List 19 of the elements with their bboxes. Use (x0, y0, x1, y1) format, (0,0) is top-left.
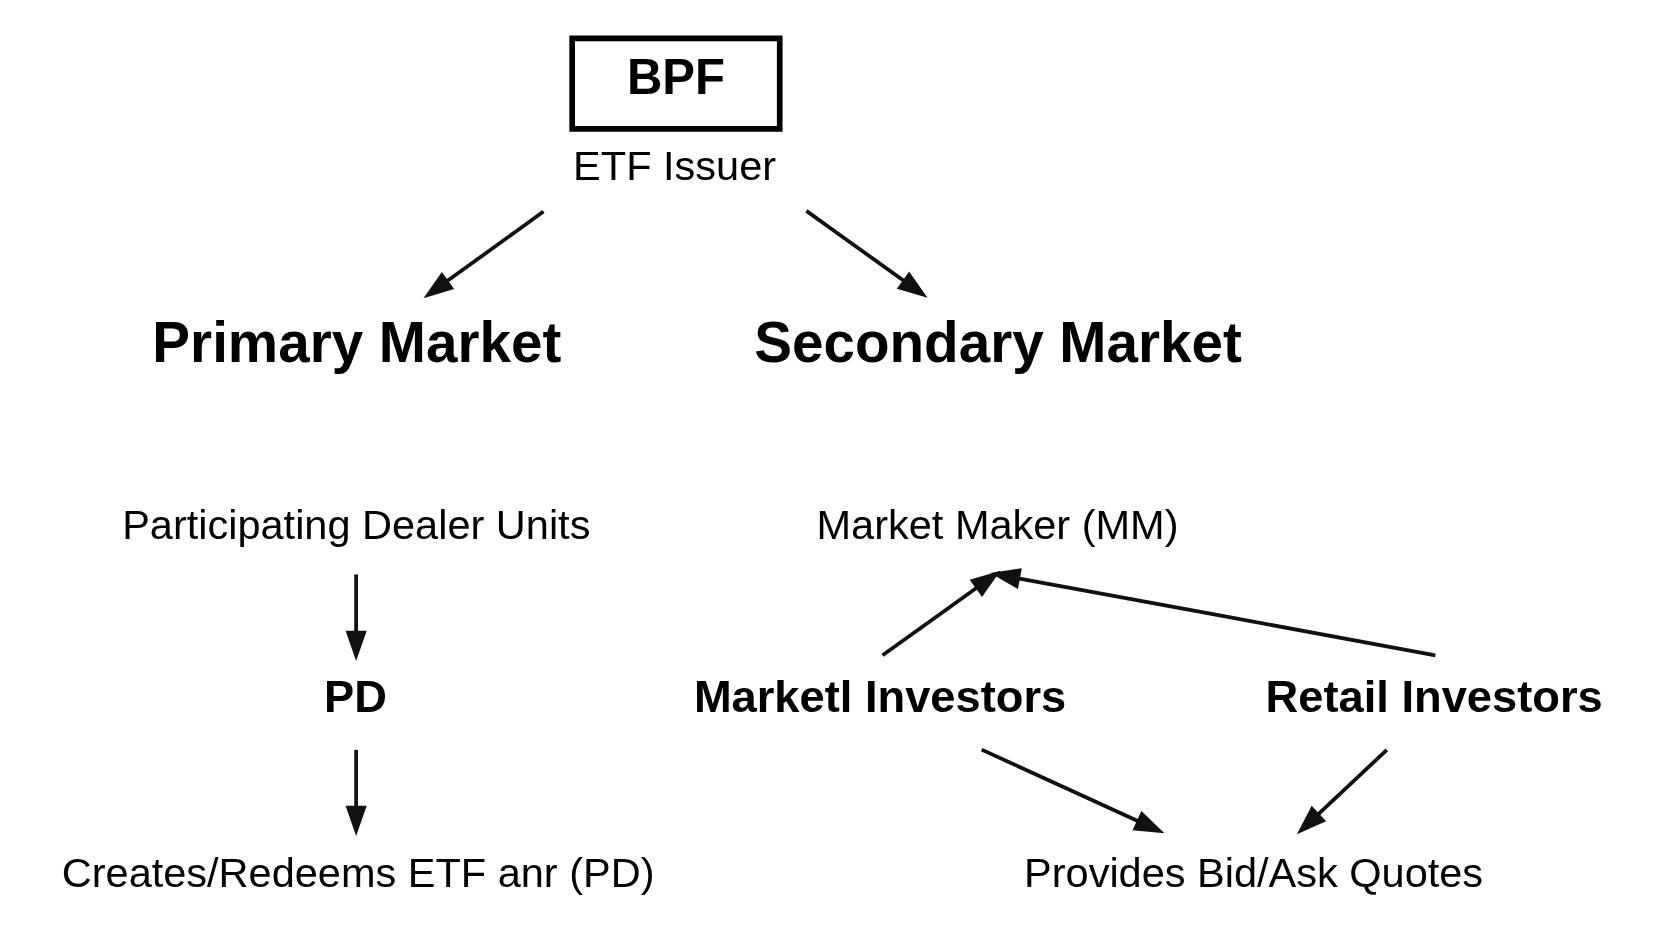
arrow (980, 747, 1164, 834)
arrow (345, 574, 367, 661)
node-text: Market Maker (MM) (816, 501, 1178, 549)
node-text: Marketl Investors (693, 671, 1066, 723)
node-text: Provides Bid/Ask Quotes (1023, 848, 1483, 896)
node-text: Secondary Market (753, 310, 1242, 374)
node-text: Primary Market (151, 310, 561, 374)
arrow (880, 570, 1000, 657)
node-text: Participating Dealer Units (121, 501, 590, 549)
node-text: Creates/Redeems ETF anr (PD) (61, 848, 654, 896)
arrow (989, 568, 1436, 658)
arrow (345, 749, 367, 836)
arrow (804, 209, 928, 298)
node-text: PD (323, 671, 387, 723)
node-label: ETF Issuer (572, 142, 776, 190)
node-box: BPF (568, 35, 783, 132)
node-text: Retail Investors (1265, 671, 1603, 723)
arrow (423, 210, 545, 299)
arrow (1296, 748, 1388, 835)
